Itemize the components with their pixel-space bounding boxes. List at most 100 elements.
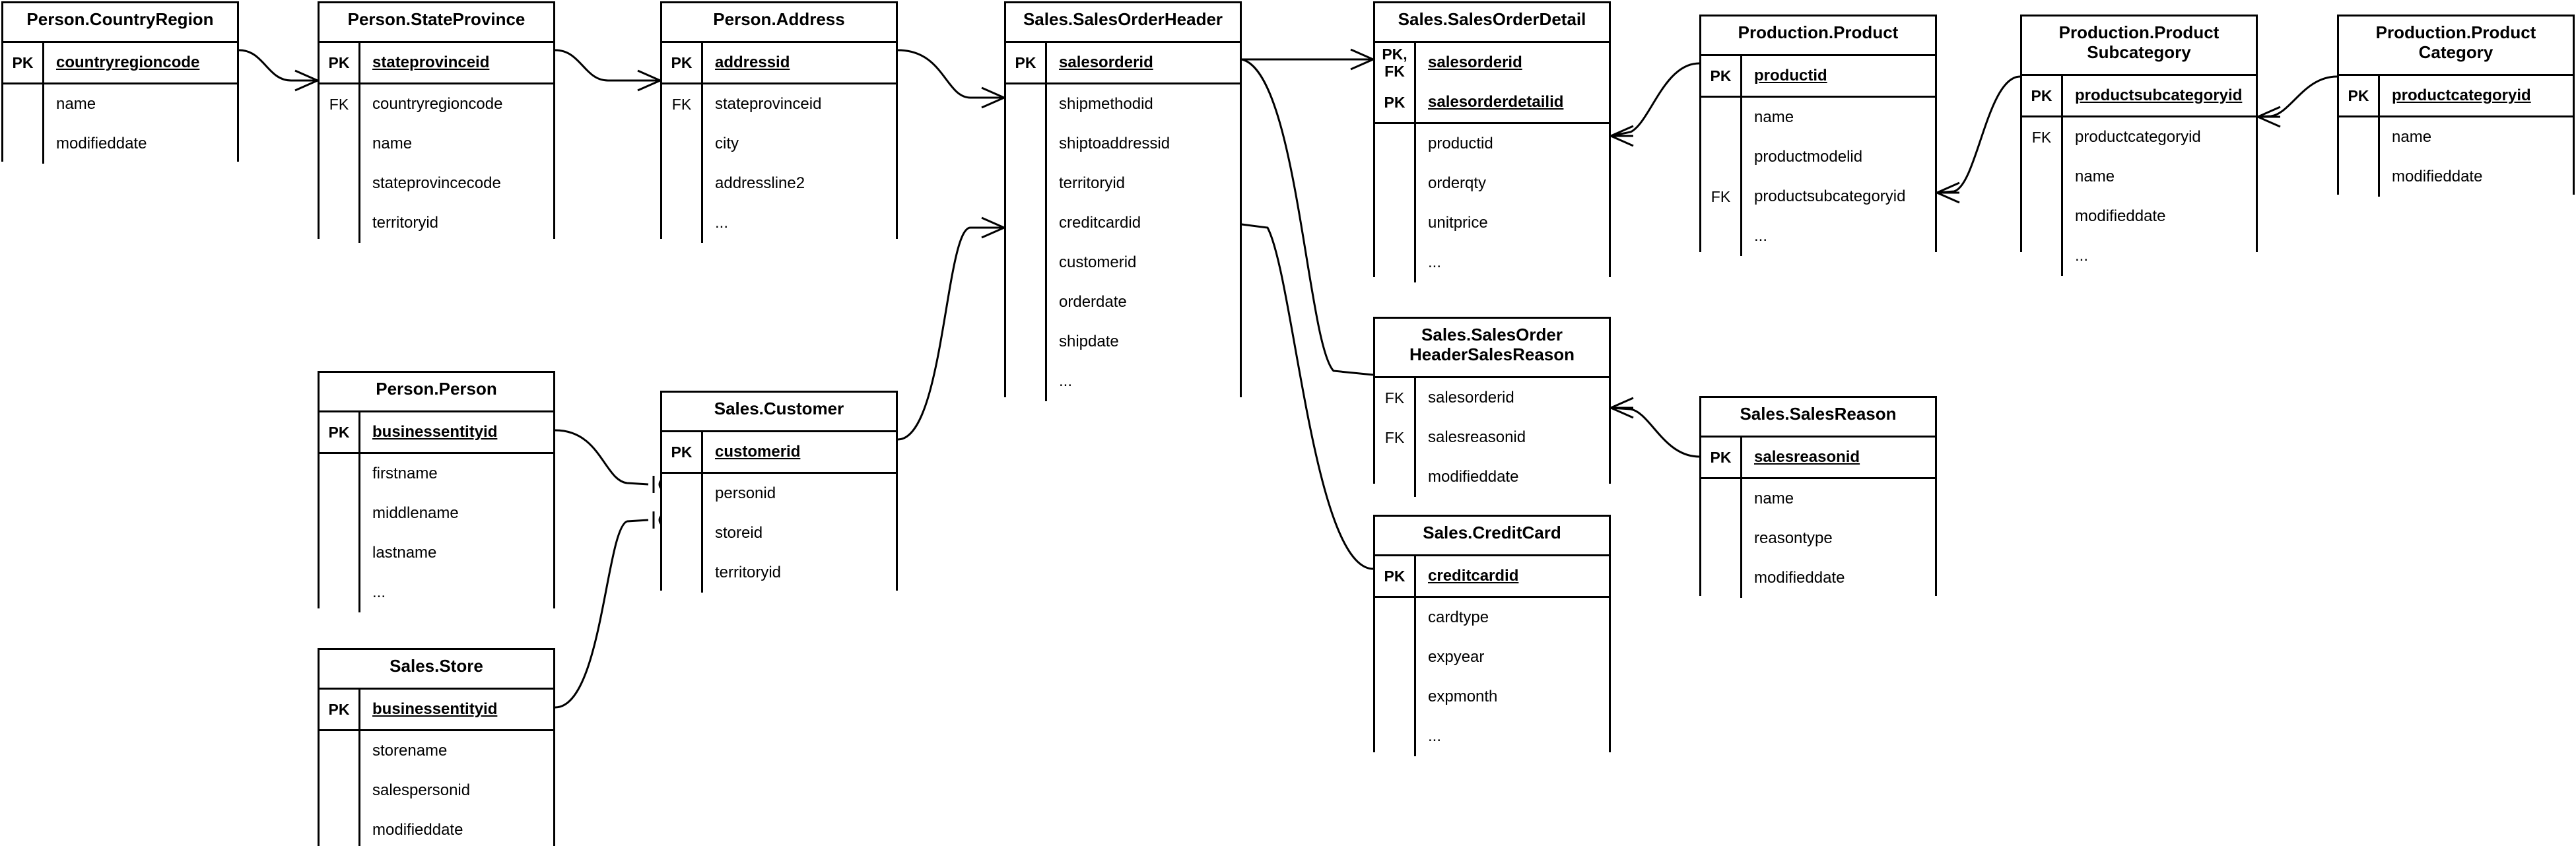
relationship-line	[555, 519, 649, 709]
attribute-row: territoryid	[320, 203, 553, 243]
key-badge	[662, 203, 703, 243]
entity-title: Person.Person	[320, 373, 553, 412]
key-badge: PK, FK	[1375, 43, 1416, 82]
key-badge	[1375, 598, 1416, 637]
key-badge: FK	[320, 84, 360, 124]
key-badge: PK	[1701, 438, 1742, 477]
key-badge	[1375, 124, 1416, 164]
attribute-name: businessentityid	[372, 700, 498, 718]
key-badge	[662, 513, 703, 553]
entity-title: Sales.SalesOrder HeaderSalesReason	[1375, 319, 1609, 378]
attribute-name: firstname	[372, 465, 438, 482]
attribute-name: productsubcategoryid	[2075, 86, 2243, 104]
attribute-name: shipdate	[1059, 333, 1119, 350]
key-badge	[1006, 322, 1047, 362]
primary-key-row: PK salesreasonid	[1701, 438, 1935, 477]
attribute-row: modifieddate	[2022, 197, 2256, 236]
connector-path-productcategory-productsubcategory	[2257, 67, 2346, 128]
attribute-row: storeid	[662, 513, 896, 553]
connector-path-address-salesorderheader	[889, 41, 1005, 109]
key-badge: PK	[662, 432, 703, 472]
key-badge	[1701, 98, 1742, 137]
attribute-name: ...	[2075, 247, 2089, 265]
attribute-name: modifieddate	[2392, 168, 2483, 185]
cardinality-many-crowsfoot	[2257, 106, 2281, 128]
key-badge	[320, 124, 360, 164]
attribute-row: name	[320, 124, 553, 164]
attribute-name: salesorderid	[1059, 53, 1153, 71]
key-badge	[1006, 84, 1047, 124]
attribute-name: productsubcategoryid	[1754, 187, 1906, 205]
key-badge	[662, 124, 703, 164]
attribute-row: stateprovincecode	[320, 164, 553, 203]
cardinality-many-crowsfoot	[981, 86, 1005, 109]
key-badge: PK	[320, 412, 360, 452]
attribute-name: salesreasonid	[1428, 428, 1526, 446]
key-badge	[1375, 164, 1416, 203]
attribute-name: personid	[715, 484, 776, 502]
key-badge	[1375, 203, 1416, 243]
key-badge: PK	[1701, 56, 1742, 96]
attribute-name: middlename	[372, 504, 459, 522]
attribute-name: city	[715, 135, 739, 152]
cardinality-many-crowsfoot	[981, 216, 1005, 239]
key-badge	[320, 810, 360, 846]
entity-title: Sales.Customer	[662, 393, 896, 432]
attribute-row: city	[662, 124, 896, 164]
attribute-row: unitprice	[1375, 203, 1609, 243]
attribute-row: name	[2022, 157, 2256, 197]
relationship-line	[238, 49, 318, 82]
attribute-name: salesreasonid	[1754, 448, 1860, 466]
key-badge	[320, 454, 360, 494]
attribute-row: customerid	[1006, 243, 1240, 282]
attribute-name: salespersonid	[372, 781, 471, 799]
attribute-name: ...	[715, 214, 729, 232]
relationship-line	[555, 429, 649, 486]
attribute-name: productid	[1428, 135, 1493, 152]
attribute-name: countryregioncode	[372, 95, 503, 113]
attribute-row: lastname	[320, 533, 553, 573]
key-badge: FK	[2022, 117, 2063, 157]
connector-path-person-customer	[546, 421, 673, 493]
attribute-name: lastname	[372, 544, 437, 562]
attribute-row: orderdate	[1006, 282, 1240, 322]
key-badge	[320, 494, 360, 533]
key-badge: PK	[2022, 76, 2063, 115]
attribute-name: stateprovincecode	[372, 174, 501, 192]
attribute-row: ...	[1375, 243, 1609, 282]
key-badge: PK	[2339, 76, 2380, 115]
attribute-name: modifieddate	[56, 135, 147, 152]
key-badge	[1701, 137, 1742, 177]
entity-title: Sales.SalesReason	[1701, 398, 1935, 438]
key-badge	[1701, 558, 1742, 598]
